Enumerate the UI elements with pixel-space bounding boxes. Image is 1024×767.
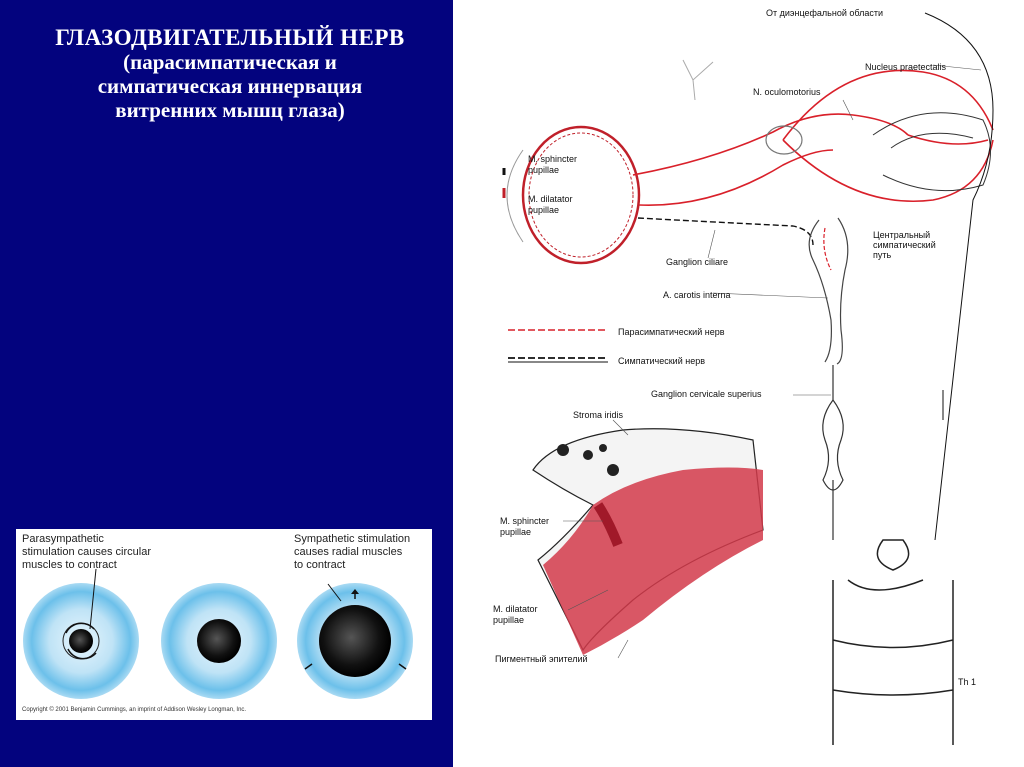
- symp-caption-line: causes radial muscles: [294, 546, 403, 558]
- label-m-dilatator-2: pupillae: [493, 615, 524, 625]
- left-panel: ГЛАЗОДВИГАТЕЛЬНЫЙ НЕРВ (парасимпатическа…: [0, 0, 453, 767]
- leader-lines: [563, 64, 982, 659]
- label-m-sphincter: M. sphincter: [528, 154, 577, 164]
- title-line-3: симпатическая иннервация: [97, 74, 363, 98]
- label-m-dilatator: M. dilatator: [528, 194, 573, 204]
- symp-caption-line: Sympathetic stimulation: [294, 533, 411, 545]
- title-line-2: (парасимпатическая и: [123, 50, 337, 74]
- legend-para-label: Парасимпатический нерв: [618, 327, 725, 337]
- label-central-path: Центральный: [873, 230, 930, 240]
- iris-normal: [161, 583, 277, 699]
- iris-constricted: [23, 568, 139, 699]
- parasympathetic-path: [632, 59, 994, 206]
- label-central-path: путь: [873, 250, 891, 260]
- legend: [508, 329, 608, 363]
- label-m-dilatator-2: M. dilatator: [493, 604, 538, 614]
- label-ganglion-cervicale: Ganglion cervicale superius: [651, 389, 762, 399]
- symp-caption-line: to contract: [294, 559, 346, 571]
- label-stroma-iridis: Stroma iridis: [573, 410, 624, 420]
- label-m-sphincter-2: pupillae: [500, 527, 531, 537]
- para-caption-line: muscles to contract: [22, 559, 117, 571]
- iris-dilated: [297, 583, 413, 699]
- title-line-4: витренних мышц глаза): [115, 98, 345, 122]
- label-a-carotis: A. carotis interna: [663, 290, 731, 300]
- label-m-dilatator: pupillae: [528, 205, 559, 215]
- pupil-illustrations: [23, 568, 413, 699]
- copyright: Copyright © 2001 Benjamin Cummings, an i…: [22, 707, 247, 713]
- ganglion-cervicale: [822, 365, 844, 540]
- label-th1: Th 1: [958, 677, 976, 687]
- para-caption: Parasympathetic stimulation causes circu…: [22, 533, 151, 572]
- spinal-cord: [832, 539, 954, 745]
- label-pigment: Пигментный эпителий: [495, 654, 588, 664]
- sympathetic-path: [637, 12, 994, 541]
- carotid-artery: [808, 217, 849, 365]
- iris-section: [532, 428, 764, 655]
- innervation-diagram: От диэнцефальной области Nucleus praetec…: [493, 8, 994, 745]
- label-ganglion-ciliare: Ganglion ciliare: [666, 257, 728, 267]
- slide-title: ГЛАЗОДВИГАТЕЛЬНЫЙ НЕРВ (парасимпатическа…: [20, 25, 440, 123]
- label-m-sphincter: pupillae: [528, 165, 559, 175]
- label-central-path: симпатический: [873, 240, 936, 250]
- para-caption-line: stimulation causes circular: [22, 546, 151, 558]
- label-nucleus-praetectalis: Nucleus praetectalis: [865, 62, 947, 72]
- eyeball: [502, 125, 641, 265]
- midbrain: [872, 112, 991, 192]
- label-diencephalon: От диэнцефальной области: [766, 8, 883, 18]
- right-panel: От диэнцефальной области Nucleus praetec…: [453, 0, 1024, 767]
- title-line-1: ГЛАЗОДВИГАТЕЛЬНЫЙ НЕРВ: [55, 25, 405, 50]
- para-caption-line: Parasympathetic: [22, 533, 104, 545]
- legend-symp-label: Симпатический нерв: [618, 356, 705, 366]
- label-m-sphincter-2: M. sphincter: [500, 516, 549, 526]
- label-n-oculomotorius: N. oculomotorius: [753, 87, 821, 97]
- pupil-figure: Parasympathetic stimulation causes circu…: [16, 529, 432, 720]
- symp-caption: Sympathetic stimulation causes radial mu…: [294, 533, 410, 572]
